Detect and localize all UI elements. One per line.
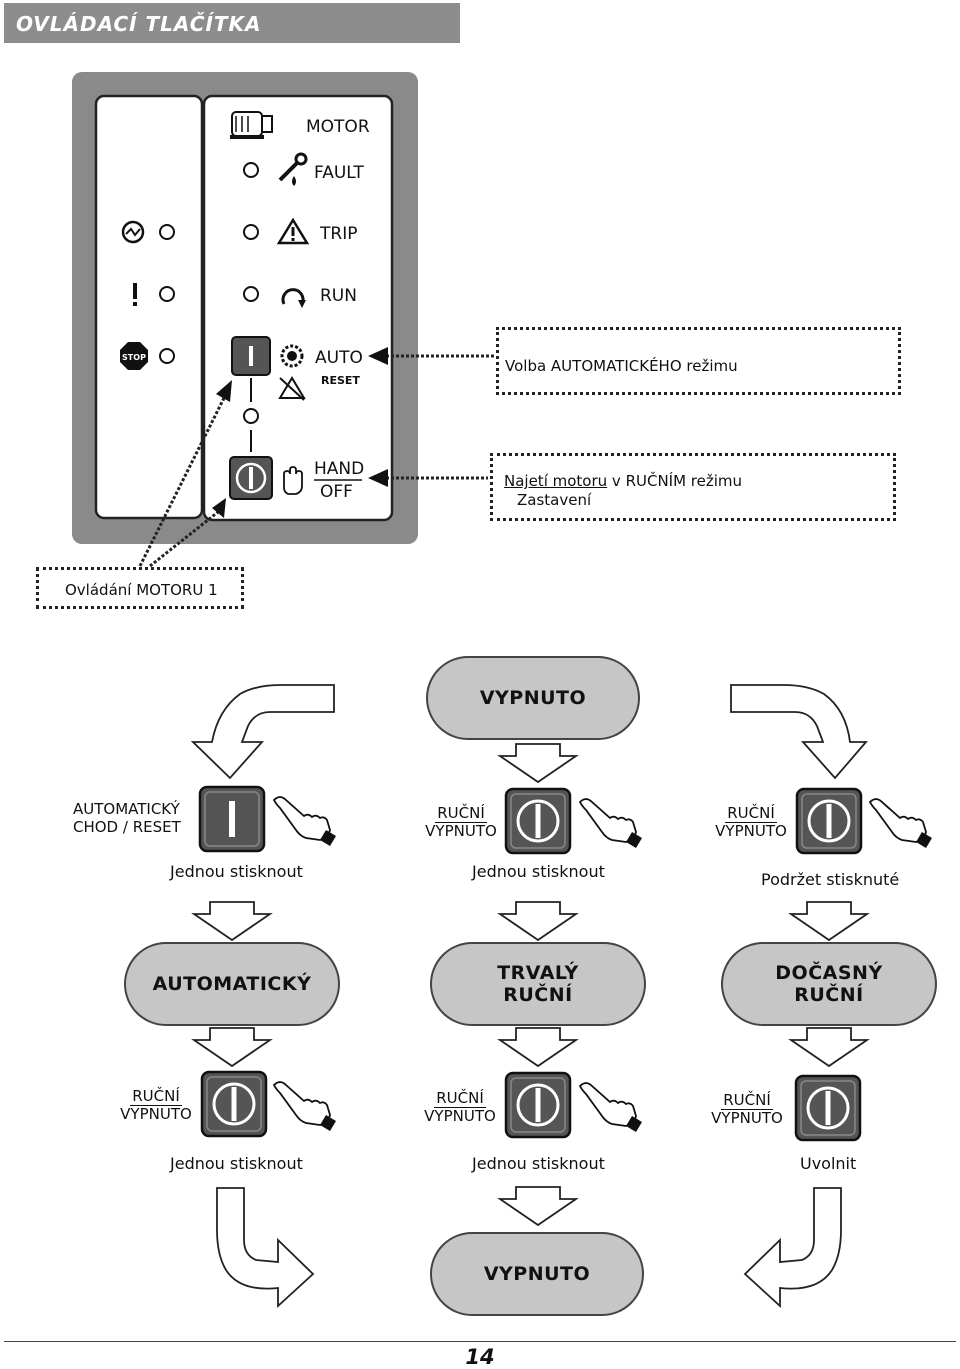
fault-led [243, 162, 259, 178]
press-once-caption-1: Jednou stisknout [170, 862, 303, 881]
hand-led [243, 408, 259, 424]
auto-label: AUTO [315, 348, 363, 368]
trip-label: TRIP [319, 224, 357, 244]
stop-sign-icon: STOP [120, 342, 148, 370]
release-caption: Uvolnit [800, 1154, 857, 1173]
curved-arrow-left-bottom [216, 1187, 315, 1309]
manual-off-label-2: RUČNÍ VYPNUTO [715, 804, 787, 840]
state-temp-line1: DOČASNÝ [775, 962, 883, 984]
manual-label-3: RUČNÍ [130, 1087, 182, 1106]
press-once-caption-4: Jednou stisknout [472, 1154, 605, 1173]
auto-reset-label: AUTOMATICKÝ CHOD / RESET [73, 800, 181, 836]
gear-icon [280, 344, 304, 368]
section-header: OVLÁDACÍ TLAČÍTKA [4, 3, 460, 43]
state-off-bottom-text: VYPNUTO [483, 1263, 591, 1285]
auto-reset-line1: AUTOMATICKÝ [73, 800, 180, 818]
hold-pressed-caption: Podržet stisknuté [761, 870, 900, 889]
off-label-2: VYPNUTO [715, 822, 787, 840]
page-number: 14 [465, 1345, 495, 1369]
state-auto: AUTOMATICKÝ [124, 942, 340, 1026]
off-label-3: VYPNUTO [120, 1105, 192, 1123]
manual-label-2: RUČNÍ [725, 804, 777, 823]
fault-label: FAULT [314, 163, 364, 183]
stop-sign-text: STOP [122, 353, 146, 362]
off-label: OFF [320, 482, 353, 502]
footer-rule [4, 1341, 956, 1342]
manual-off-label-4: RUČNÍ VYPNUTO [424, 1089, 496, 1125]
callout-motor-control-text: Ovládání MOTORU 1 [65, 581, 218, 599]
callout-manual-start: Najetí motoru [504, 472, 608, 490]
hand-label: HAND [314, 459, 364, 479]
callout-auto-mode-text: Volba AUTOMATICKÉHO režimu [505, 357, 738, 375]
run-label: RUN [320, 286, 357, 306]
callout-manual-start-rest: v RUČNÍM režimu [607, 472, 743, 490]
power-icon [121, 220, 145, 244]
rotation-arrow-icon [281, 288, 306, 308]
warning-exclamation-icon [133, 283, 137, 306]
section-title: OVLÁDACÍ TLAČÍTKA [16, 12, 262, 36]
power-led [159, 224, 175, 240]
stop-led [159, 348, 175, 364]
state-temporary-manual: DOČASNÝ RUČNÍ [721, 942, 937, 1026]
state-off-bottom: VYPNUTO [430, 1232, 644, 1316]
press-once-caption-2: Jednou stisknout [472, 862, 605, 881]
off-label-4: VYPNUTO [424, 1107, 496, 1125]
curved-arrow-right-top [730, 684, 868, 780]
callout-manual: Najetí motoru v RUČNÍM režimu Zastavení [490, 453, 896, 521]
manual-off-label-3: RUČNÍ VYPNUTO [120, 1087, 192, 1123]
curved-arrow-left-top [190, 684, 335, 780]
trip-led [243, 224, 259, 240]
manual-off-label-5: RUČNÍ VYPNUTO [711, 1091, 783, 1127]
callout-manual-line1: Najetí motoru v RUČNÍM režimu [504, 472, 742, 490]
manual-label-1: RUČNÍ [435, 804, 487, 823]
reset-icon [278, 376, 306, 401]
state-temp-line2: RUČNÍ [794, 984, 864, 1006]
hand-icon [283, 466, 303, 495]
state-off-top: VYPNUTO [426, 656, 640, 740]
wrench-icon [278, 152, 308, 186]
state-auto-text: AUTOMATICKÝ [152, 973, 312, 995]
callout-motor-control: Ovládání MOTORU 1 [36, 567, 244, 609]
manual-label-4: RUČNÍ [434, 1089, 486, 1108]
run-led [243, 286, 259, 302]
state-perm-line1: TRVALÝ [497, 962, 579, 984]
warning-led [159, 286, 175, 302]
callout-auto-mode: Volba AUTOMATICKÉHO režimu [496, 327, 901, 395]
state-perm-line2: RUČNÍ [503, 984, 573, 1006]
manual-label-5: RUČNÍ [721, 1091, 773, 1110]
state-permanent-manual: TRVALÝ RUČNÍ [430, 942, 646, 1026]
callout-stop-text: Zastavení [517, 491, 592, 509]
auto-reset-line2: CHOD / RESET [73, 818, 181, 836]
reset-label: RESET [321, 374, 360, 387]
control-panel-diagram: STOP MOTOR FAULT TRIP RUN AUTO [72, 72, 418, 544]
press-once-caption-3: Jednou stisknout [170, 1154, 303, 1173]
curved-arrow-right-bottom [743, 1187, 842, 1309]
manual-off-label-1: RUČNÍ VYPNUTO [425, 804, 497, 840]
state-off-top-text: VYPNUTO [479, 687, 587, 709]
off-label-1: VYPNUTO [425, 822, 497, 840]
motor-icon [230, 111, 273, 139]
warning-triangle-icon [276, 217, 310, 245]
motor-label: MOTOR [306, 117, 370, 137]
off-label-5: VYPNUTO [711, 1109, 783, 1127]
